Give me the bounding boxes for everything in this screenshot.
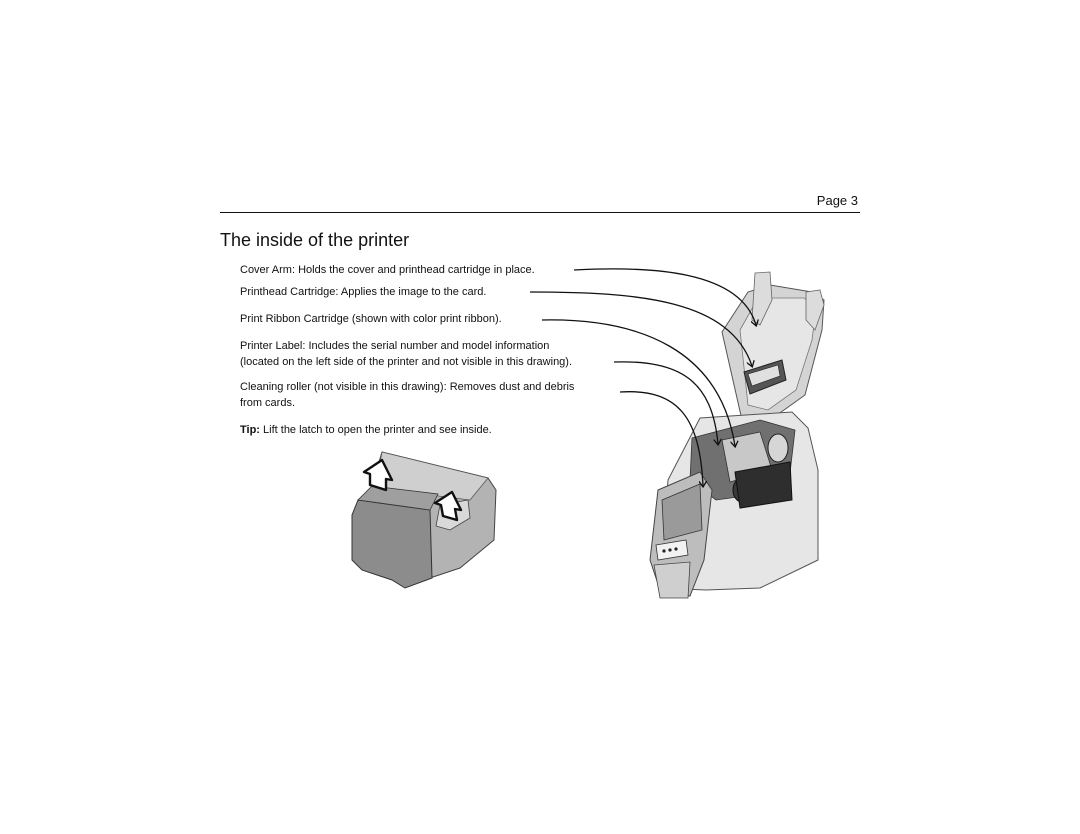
open-printer-illustration <box>649 271 825 599</box>
closed-printer-illustration <box>351 451 497 589</box>
callout-ribbon-cartridge: Print Ribbon Cartridge (shown with color… <box>240 313 502 325</box>
leader-cleaning-roller <box>619 391 703 486</box>
tip-body: Lift the latch to open the printer and s… <box>263 424 492 436</box>
leader-cover-arm <box>573 268 756 325</box>
callout-cover-arm: Cover Arm: Holds the cover and printhead… <box>240 264 535 276</box>
callout-cleaning-roller-line2: from cards. <box>240 397 296 409</box>
leader-printer-label <box>613 361 718 444</box>
header-rule <box>220 212 860 213</box>
section-title: The inside of the printer <box>220 230 410 250</box>
callout-leaders <box>529 268 756 486</box>
callout-printhead-cartridge: Printhead Cartridge: Applies the image t… <box>240 286 487 298</box>
callout-printer-label: Printer Label: Includes the serial numbe… <box>240 338 572 370</box>
callout-printer-label-line2: (located on the left side of the printer… <box>240 356 573 368</box>
latch-arrow-icon <box>362 458 394 492</box>
callout-cleaning-roller-line1: Cleaning roller (not visible in this dra… <box>240 381 575 393</box>
tip-text: Tip: Lift the latch to open the printer … <box>240 422 492 438</box>
page-number: Page 3 <box>816 193 858 208</box>
tip-label: Tip: <box>240 424 260 436</box>
latch-arrow-icon <box>433 490 463 522</box>
callout-printer-label-line1: Printer Label: Includes the serial numbe… <box>240 340 550 352</box>
leader-printhead-cartridge <box>529 291 752 366</box>
callout-cleaning-roller: Cleaning roller (not visible in this dra… <box>240 379 574 411</box>
leader-ribbon-cartridge <box>541 319 735 446</box>
